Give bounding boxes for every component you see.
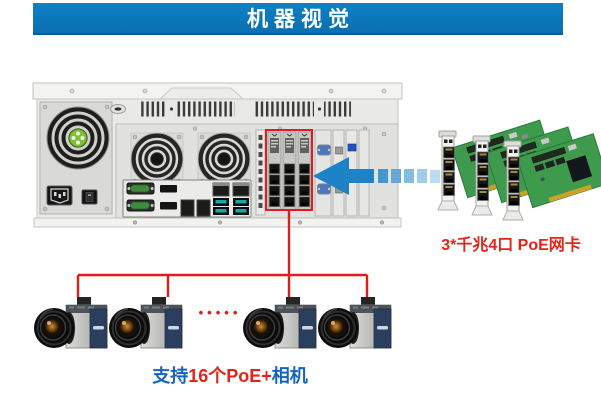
camera-caption-highlight: 16个PoE+: [188, 366, 272, 386]
chassis-lid: [32, 82, 403, 100]
chassis-base: [33, 217, 402, 228]
case-fan-icon: [130, 132, 184, 186]
vent-slots: [110, 101, 351, 117]
camera-caption-suffix: 相机: [271, 366, 308, 386]
camera: [109, 297, 183, 349]
camera-lens-icon: [318, 308, 359, 348]
power-supply: [39, 101, 113, 215]
title-banner: 机器视觉: [33, 3, 563, 35]
ethernet-port-icon: [196, 199, 211, 217]
power-inlet: [46, 185, 73, 206]
rj45-ports: [443, 146, 455, 196]
usb3-port-icon: [347, 143, 357, 152]
serial-port-icon: [126, 199, 155, 212]
vga-port-icon: [317, 144, 331, 156]
industrial-pc-rear-panel: [32, 82, 403, 228]
camera-logo: [93, 326, 104, 330]
camera-lens-icon: [34, 308, 75, 348]
connection-arrow-icon: [313, 157, 440, 195]
camera: [34, 297, 108, 349]
camera-logo: [168, 326, 179, 330]
camera-caption: 支持16个PoE+相机: [120, 362, 340, 388]
case-fan-icon: [197, 132, 251, 186]
camera-lens-icon: [109, 308, 150, 348]
display-port-icon: [160, 185, 177, 193]
poe-card-slot: [297, 131, 312, 211]
rj45-ports: [477, 151, 489, 201]
camera-caption-prefix: 支持: [152, 366, 189, 386]
lan-usb-stack: [232, 182, 250, 215]
poe-card-slot: [267, 131, 282, 211]
lan-usb-stack: [212, 182, 230, 215]
camera-logo: [377, 326, 388, 330]
poe-cards-caption: 3*千兆4口 PoE网卡: [441, 237, 581, 254]
serial-port-icon: [126, 182, 155, 195]
io-panel: [122, 179, 252, 218]
vga-port-icon: [317, 183, 331, 195]
connector-lines: [76, 210, 369, 298]
poe-nic-card: [502, 133, 601, 221]
page-title: 机器视觉: [247, 8, 355, 31]
camera-logo: [302, 326, 313, 330]
poe-card-slot: [282, 131, 297, 211]
display-port-icon: [160, 202, 177, 210]
camera: [318, 297, 392, 349]
more-cameras-ellipsis: •••••: [198, 305, 242, 320]
power-switch: [81, 189, 98, 205]
ethernet-port-icon: [180, 199, 195, 217]
camera: [243, 297, 317, 349]
camera-lens-icon: [243, 308, 284, 348]
rj45-ports: [508, 156, 520, 206]
psu-fan-icon: [46, 106, 110, 170]
